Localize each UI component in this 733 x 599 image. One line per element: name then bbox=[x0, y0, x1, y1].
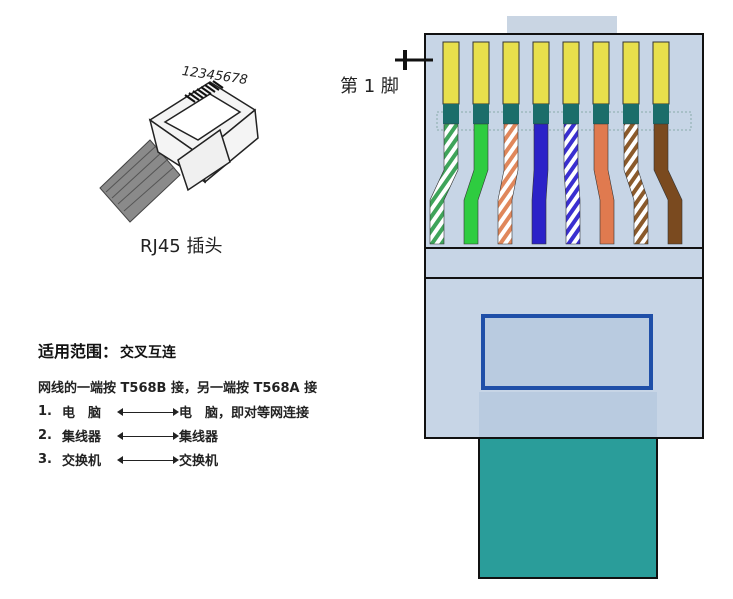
double-arrow-icon bbox=[117, 407, 179, 417]
contact-pin-2 bbox=[472, 41, 490, 105]
pin-band-3 bbox=[503, 104, 519, 124]
pin1-label: 第 1 脚 bbox=[340, 76, 399, 97]
item-number: 3. bbox=[38, 452, 52, 467]
contact-pin-5 bbox=[562, 41, 580, 105]
plug-contacts bbox=[184, 80, 224, 103]
pin-band-8 bbox=[653, 104, 669, 124]
item-number: 1. bbox=[38, 404, 52, 419]
item-left-device: 电 脑 bbox=[62, 406, 102, 421]
item-right-device: 交换机 bbox=[179, 454, 219, 469]
wire-2 bbox=[463, 123, 489, 245]
pin-band-5 bbox=[563, 104, 579, 124]
wire-1 bbox=[429, 123, 459, 245]
connector-top-tab bbox=[507, 16, 617, 36]
connector-window bbox=[481, 314, 653, 390]
plug-body bbox=[148, 81, 259, 192]
contact-pin-1 bbox=[442, 41, 460, 105]
item-right-device: 集线器 bbox=[179, 430, 219, 445]
rj45-plug-illustration bbox=[99, 80, 259, 223]
connector-mid-band bbox=[424, 247, 704, 279]
pin-band-2 bbox=[473, 104, 489, 124]
pin-band-1 bbox=[443, 104, 459, 124]
wire-group bbox=[429, 41, 683, 245]
pin-band-4 bbox=[533, 104, 549, 124]
wire-8 bbox=[653, 123, 683, 245]
wiring-description: 网线的一端按 T568B 接，另一端按 T568A 接 bbox=[38, 381, 318, 396]
double-arrow-icon bbox=[117, 431, 179, 441]
connector-window-lower bbox=[479, 392, 657, 438]
wire-3 bbox=[497, 123, 519, 245]
rj45-plug-caption: RJ45 插头 bbox=[140, 236, 223, 257]
contact-pin-6 bbox=[592, 41, 610, 105]
contact-pin-7 bbox=[622, 41, 640, 105]
pin1-arrow bbox=[395, 50, 433, 70]
pin-band-6 bbox=[593, 104, 609, 124]
item-number: 2. bbox=[38, 428, 52, 443]
plug-cable bbox=[99, 139, 181, 223]
wire-5 bbox=[563, 123, 581, 245]
scope-title-label: 适用范围： bbox=[38, 342, 119, 361]
item-left-device: 交换机 bbox=[62, 454, 102, 469]
connection-item: 1. 电 脑 电 脑，即对等网连接 bbox=[38, 402, 309, 421]
cable-jacket bbox=[478, 437, 658, 579]
scope-title: 适用范围：交叉互连 bbox=[38, 338, 176, 362]
connection-item: 2. 集线器 集线器 bbox=[38, 426, 218, 445]
contact-pin-3 bbox=[502, 41, 520, 105]
connector-wiring-diagram bbox=[395, 16, 704, 579]
item-left-device: 集线器 bbox=[62, 430, 102, 445]
double-arrow-icon bbox=[117, 455, 179, 465]
wire-6 bbox=[593, 123, 615, 245]
wire-7 bbox=[623, 123, 649, 245]
contact-pin-4 bbox=[532, 41, 550, 105]
wire-4 bbox=[531, 123, 549, 245]
item-right-device: 电 脑，即对等网连接 bbox=[179, 406, 310, 421]
contact-pin-8 bbox=[652, 41, 670, 105]
pin-band-7 bbox=[623, 104, 639, 124]
connection-item: 3. 交换机 交换机 bbox=[38, 450, 218, 469]
scope-value: 交叉互连 bbox=[120, 345, 177, 361]
